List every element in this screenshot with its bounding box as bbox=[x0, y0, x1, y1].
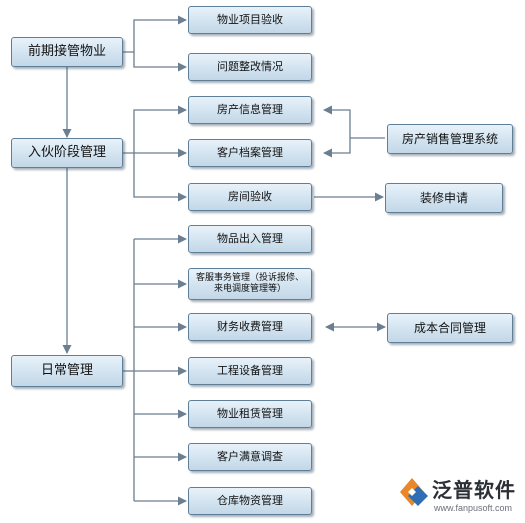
connector-movein-to-propinfo bbox=[123, 105, 187, 154]
connector-pre-to-acceptance bbox=[123, 15, 187, 53]
node-move-in: 入伙阶段管理 bbox=[11, 138, 123, 168]
node-customer-files: 客户档案管理 bbox=[188, 139, 312, 167]
connector-sales-to-propinfo bbox=[323, 105, 385, 139]
node-finance-fees: 财务收费管理 bbox=[188, 313, 312, 341]
connector-sales-to-custfiles bbox=[323, 138, 351, 158]
fanpu-logo-icon bbox=[400, 478, 428, 506]
logo-url: www.fanpusoft.com bbox=[434, 503, 513, 513]
logo-name: 泛普软件 bbox=[432, 478, 516, 502]
connector-pre-to-rectification bbox=[133, 52, 187, 72]
node-issue-rectification: 问题整改情况 bbox=[188, 53, 312, 81]
node-warehouse-materials: 仓库物资管理 bbox=[188, 487, 312, 515]
node-engineering-equipment: 工程设备管理 bbox=[188, 357, 312, 385]
node-property-leasing: 物业租赁管理 bbox=[188, 400, 312, 428]
node-goods-in-out: 物品出入管理 bbox=[188, 225, 312, 253]
node-customer-service: 客服事务管理（投诉报修、来电调度管理等） bbox=[188, 268, 312, 300]
node-sales-system: 房产销售管理系统 bbox=[387, 124, 513, 154]
node-house-inspection: 房间验收 bbox=[188, 183, 312, 211]
node-cost-contract: 成本合同管理 bbox=[387, 313, 513, 343]
node-decoration-application: 装修申请 bbox=[385, 183, 503, 213]
node-property-info: 房产信息管理 bbox=[188, 96, 312, 124]
node-project-acceptance: 物业项目验收 bbox=[188, 6, 312, 34]
node-satisfaction-survey: 客户满意调查 bbox=[188, 443, 312, 471]
connector-movein-to-inspection bbox=[133, 153, 187, 202]
node-daily: 日常管理 bbox=[11, 355, 123, 387]
node-pre-takeover: 前期接管物业 bbox=[11, 37, 123, 67]
